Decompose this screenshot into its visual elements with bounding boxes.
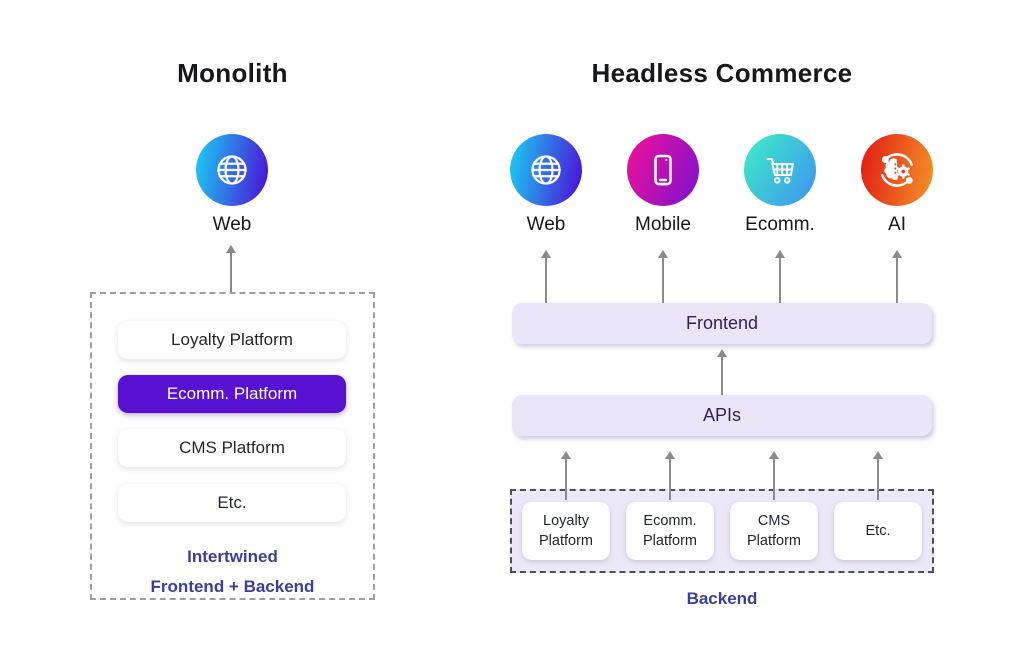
monolith-stack-cms: CMS Platform <box>118 429 346 467</box>
service-label-line1: Ecomm. <box>643 513 697 529</box>
arrow-loyalty-to-apis <box>561 451 571 500</box>
monolith-caption: Intertwined Frontend + Backend <box>90 542 375 602</box>
monolith-stack-etc: Etc. <box>118 484 346 522</box>
backend-service-etc: Etc. <box>834 502 922 560</box>
service-label-line1: Etc. <box>865 523 891 539</box>
arrow-apis-to-frontend <box>717 349 727 395</box>
backend-service-loyalty: Loyalty Platform <box>522 502 610 560</box>
service-label-line1: Loyalty <box>543 513 589 529</box>
arrow-monolith-to-web <box>226 245 236 292</box>
headless-mobile-label: Mobile <box>635 214 691 235</box>
ai-brain-gear-icon <box>881 153 913 187</box>
service-label-line2: Platform <box>539 533 593 549</box>
frontend-layer-bar: Frontend <box>512 303 932 344</box>
monolith-title: Monolith <box>177 58 288 88</box>
arrow-frontend-to-ai <box>892 250 902 303</box>
headless-mobile-channel <box>627 134 699 206</box>
monolith-stack-ecomm: Ecomm. Platform <box>118 375 346 413</box>
headless-ai-channel <box>861 134 933 206</box>
headless-ecomm-label: Ecomm. <box>745 214 815 235</box>
arrow-frontend-to-web <box>541 250 551 303</box>
headless-web-label: Web <box>526 214 566 235</box>
arrow-frontend-to-ecomm <box>775 250 785 303</box>
monolith-stack-loyalty: Loyalty Platform <box>118 321 346 359</box>
globe-icon <box>531 155 561 185</box>
monolith-caption-line1: Intertwined <box>187 547 278 566</box>
backend-caption: Backend <box>686 589 758 608</box>
smartphone-icon <box>654 154 672 186</box>
headless-ai-label: AI <box>888 214 906 235</box>
headless-web-channel <box>510 134 582 206</box>
arrow-etc-to-apis <box>873 451 883 500</box>
backend-service-ecomm: Ecomm. Platform <box>626 502 714 560</box>
headless-title: Headless Commerce <box>591 58 853 88</box>
monolith-web-label: Web <box>212 214 252 235</box>
arrow-ecomm-to-apis <box>665 451 675 500</box>
service-label-line2: Platform <box>643 533 697 549</box>
headless-ecomm-channel <box>744 134 816 206</box>
monolith-caption-line2: Frontend + Backend <box>150 577 315 596</box>
monolith-web-channel <box>196 134 268 206</box>
globe-icon <box>217 155 247 185</box>
service-label-line2: Platform <box>747 533 801 549</box>
backend-service-cms: CMS Platform <box>730 502 818 560</box>
apis-layer-bar: APIs <box>512 395 932 436</box>
service-label-line1: CMS <box>757 513 791 529</box>
shopping-cart-icon <box>766 158 794 184</box>
arrow-cms-to-apis <box>769 451 779 500</box>
arrow-frontend-to-mobile <box>658 250 668 303</box>
